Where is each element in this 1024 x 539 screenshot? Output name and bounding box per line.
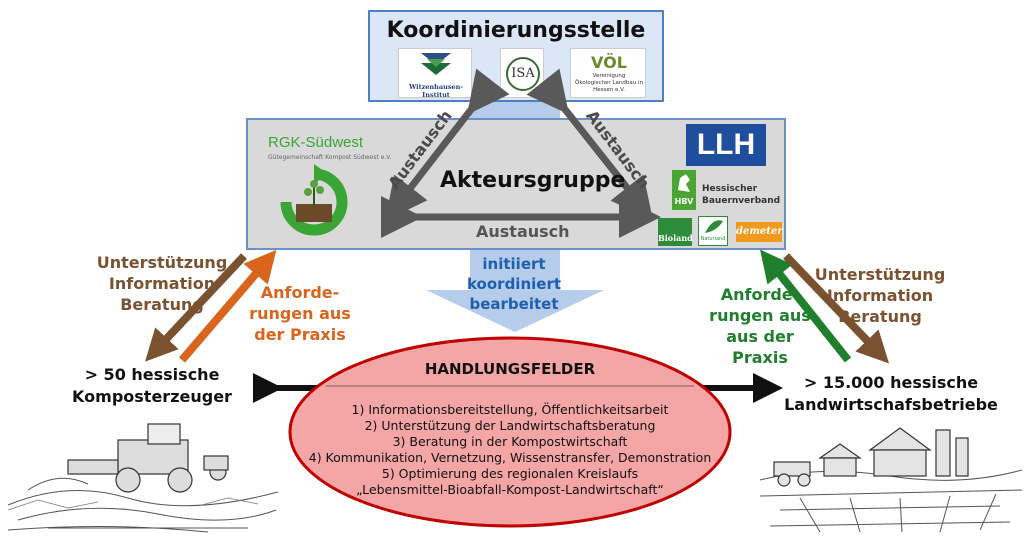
handlungsfeld-item: 5) Optimierung des regionalen Kreislaufs: [381, 466, 639, 481]
demeter-logo: demeter: [736, 222, 783, 242]
right-req-3: aus der Praxis: [726, 327, 794, 367]
handlungsfelder-list: 1) Informationsbereitstellung, Öffentlic…: [286, 402, 734, 498]
right-support-1: Unterstützung: [814, 265, 946, 284]
right-target-1: > 15.000 hessische: [803, 373, 979, 392]
hbv-lion-icon: [678, 174, 690, 192]
handlungsfeld-item: 4) Kommunikation, Vernetzung, Wissenstra…: [308, 450, 712, 465]
right-support-3: Beratung: [838, 307, 922, 326]
exchange-label-bottom: Austausch: [476, 222, 570, 241]
right-req-1: Anforde-: [720, 285, 800, 304]
koordinierungsstelle-title: Koordinierungsstelle: [386, 18, 646, 43]
left-requirements-arrow: [178, 249, 277, 363]
rgk-subtitle: Gütegemeinschaft Kompost Südwest e.V.: [268, 154, 392, 161]
left-target-2: Komposterzeuger: [72, 387, 232, 406]
exchange-arrow-left: [385, 68, 510, 221]
handlungsfeld-item: 2) Unterstützung der Landwirtschaftsbera…: [364, 418, 656, 433]
compost-sketch-image: [8, 423, 278, 533]
left-requirements-text: Anforde- rungen aus der Praxis: [240, 282, 360, 345]
left-target-1: > 50 hessische: [84, 365, 220, 384]
hbv-name-2: Bauernverband: [702, 196, 781, 206]
right-requirements-text: Anforde- rungen aus aus der Praxis: [700, 284, 820, 368]
llh-logo: LLH: [686, 124, 766, 166]
left-req-3: der Praxis: [254, 325, 346, 344]
left-req-1: Anforde-: [260, 283, 340, 302]
right-req-2: rungen aus: [709, 306, 811, 325]
hbv-logo: HBV: [672, 170, 696, 210]
naturland-label: Naturland: [700, 236, 726, 242]
left-support-text: Unterstützung Information Beratung: [92, 252, 232, 315]
right-requirements-arrow: [760, 249, 852, 363]
rgk-compost-icon: [280, 164, 348, 236]
right-support-arrow: [783, 253, 890, 364]
handlungsfeld-item: 1) Informationsbereitstellung, Öffentlic…: [351, 402, 669, 417]
left-support-arrow: [145, 253, 247, 362]
handlungsfelder-ellipse: [288, 336, 732, 528]
center-line-2: koordiniert: [466, 275, 562, 293]
left-support-2: Information: [108, 274, 216, 293]
right-target-2: Landwirtschafsbetriebe: [784, 395, 998, 414]
center-arrow-text: initiiert koordiniert bearbeitet: [462, 254, 566, 314]
naturland-leaf-icon: [705, 220, 723, 233]
left-support-1: Unterstützung: [96, 253, 228, 272]
handlungsfelder-title: HANDLUNGSFELDER: [424, 360, 596, 378]
rgk-title: RGK-Südwest: [268, 134, 364, 151]
voel-label: VÖL: [591, 53, 627, 72]
handlungsfeld-item: 3) Beratung in der Kompostwirtschaft: [392, 434, 628, 449]
akteursgruppe-title: Akteursgruppe: [440, 168, 626, 193]
handlungsfeld-item: „Lebensmittel-Bioabfall-Kompost-Landwirt…: [356, 482, 664, 497]
right-support-2: Information: [826, 286, 934, 305]
left-req-2: rungen aus: [249, 304, 351, 323]
hbv-badge: HBV: [674, 197, 694, 206]
farm-sketch-image: [760, 427, 1022, 533]
left-target-label: > 50 hessische Komposterzeuger: [62, 364, 242, 408]
naturland-logo: Naturland: [698, 216, 728, 246]
right-target-label: > 15.000 hessische Landwirtschafsbetrieb…: [776, 372, 1006, 416]
left-support-3: Beratung: [120, 295, 204, 314]
bioland-logo: Bioland: [658, 218, 693, 246]
hbv-name-1: Hessischer: [702, 184, 758, 194]
center-line-1: initiiert: [482, 255, 546, 273]
center-line-3: bearbeitet: [469, 295, 559, 313]
right-support-text: Unterstützung Information Beratung: [810, 264, 950, 327]
exchange-arrow-right: [526, 68, 654, 221]
